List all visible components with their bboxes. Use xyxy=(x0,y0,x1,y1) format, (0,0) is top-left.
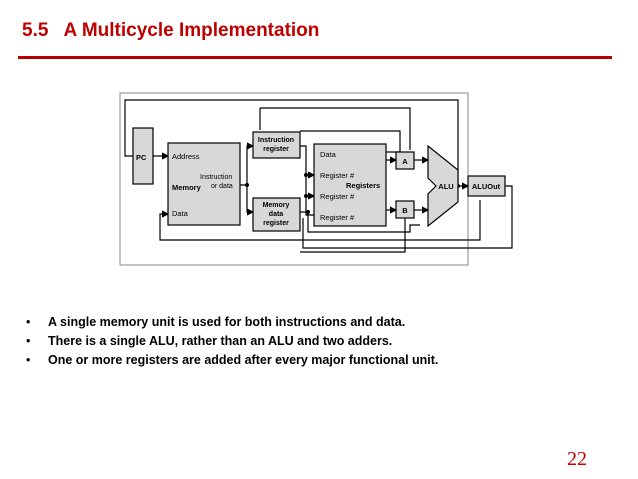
memory-data-label: Data xyxy=(172,209,189,218)
bullet-item: • A single memory unit is used for both i… xyxy=(26,313,438,332)
page-number: 22 xyxy=(567,448,587,470)
registers-data-label: Data xyxy=(320,150,337,159)
bullet-marker: • xyxy=(26,315,31,329)
registers-title: Registers xyxy=(346,181,380,190)
register-file-box xyxy=(313,143,387,227)
b-register-box xyxy=(395,200,415,219)
aluout-label: ALUOut xyxy=(472,182,501,191)
bullet-item: • There is a single ALU, rather than an A… xyxy=(26,332,438,351)
pc-register-box xyxy=(132,127,154,185)
mdr-line1: Memory xyxy=(263,202,290,209)
bullet-text: A single memory unit is used for both in… xyxy=(48,315,406,329)
instruction-register-line2: register xyxy=(263,146,289,153)
mdr-line2: data xyxy=(269,211,284,218)
multicycle-datapath-diagram: PC Address Memory Instruction or data Da… xyxy=(119,92,513,266)
bullet-list: • A single memory unit is used for both i… xyxy=(26,313,438,370)
pc-label: PC xyxy=(136,153,147,162)
registers-reg2-label: Register # xyxy=(320,192,355,201)
bullet-text: One or more registers are added after ev… xyxy=(48,353,439,367)
instruction-register-line1: Instruction xyxy=(258,137,294,144)
bullet-item: • One or more registers are added after e… xyxy=(26,351,438,370)
memory-or-data-label: or data xyxy=(211,183,233,190)
registers-reg1-label: Register # xyxy=(320,171,355,180)
mdr-line3: register xyxy=(263,220,289,227)
alu-shape xyxy=(427,144,459,228)
bullet-text: There is a single ALU, rather than an AL… xyxy=(48,334,393,348)
memory-title: Memory xyxy=(172,183,202,192)
alu-label: ALU xyxy=(438,182,453,191)
bullet-marker: • xyxy=(26,334,31,348)
b-register-label: B xyxy=(402,206,408,215)
datapath-wires xyxy=(124,99,513,253)
aluout-register-box xyxy=(467,175,506,197)
registers-reg3-label: Register # xyxy=(320,213,355,222)
title-underline xyxy=(18,56,612,59)
a-register-box xyxy=(395,151,415,170)
memory-data-register-box xyxy=(252,197,301,232)
memory-box xyxy=(167,142,241,226)
a-register-label: A xyxy=(402,157,408,166)
bullet-marker: • xyxy=(26,353,31,367)
memory-address-label: Address xyxy=(172,152,200,161)
instruction-register-box xyxy=(252,131,301,159)
memory-instruction-label: Instruction xyxy=(200,174,232,181)
slide-title: 5.5 A Multicycle Implementation xyxy=(22,20,320,41)
